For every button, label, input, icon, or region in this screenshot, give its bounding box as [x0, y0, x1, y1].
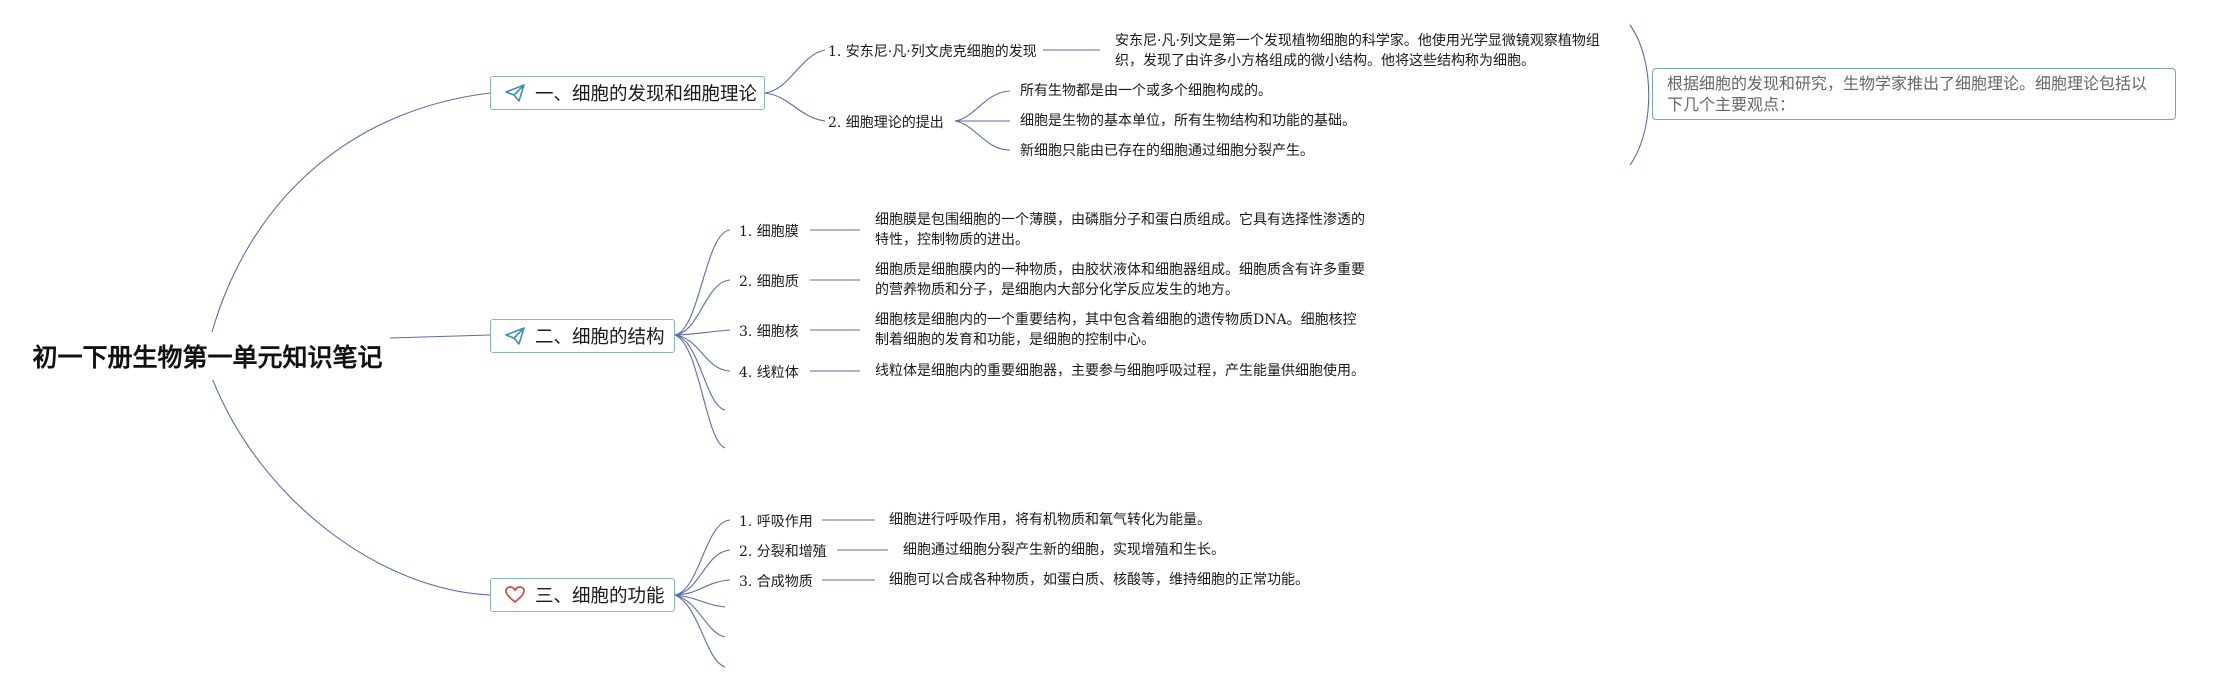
root-topic[interactable]: 初一下册生物第一单元知识笔记 — [25, 332, 390, 380]
subtopic-division[interactable]: 2. 分裂和增殖 — [739, 544, 827, 560]
connector-b3-s3 — [674, 579, 731, 596]
note-division: 细胞通过细胞分裂产生新的细胞，实现增殖和生长。 — [903, 542, 1225, 558]
subtopic-synthesis[interactable]: 3. 合成物质 — [739, 574, 813, 590]
note-synthesis: 细胞可以合成各种物质，如蛋白质、核酸等，维持细胞的正常功能。 — [889, 572, 1309, 588]
connector-b1-s2-n3 — [954, 120, 1011, 151]
connector-b2-s2 — [674, 279, 731, 336]
connector-b2-s1 — [674, 229, 731, 336]
note-cell-theory-3: 新细胞只能由已存在的细胞通过细胞分裂产生。 — [1020, 143, 1314, 159]
connector-b3-s4 — [674, 594, 726, 608]
branch-label: 二、细胞的结构 — [535, 327, 665, 348]
branch-cell-function[interactable]: 三、细胞的功能 — [490, 578, 675, 612]
subtopic-cell-theory[interactable]: 2. 细胞理论的提出 — [828, 115, 944, 131]
note-nucleus: 细胞核是细胞内的一个重要结构，其中包含着细胞的遗传物质DNA。细胞核控制着细胞的… — [875, 312, 1357, 348]
note-leeuwenhoek: 安东尼·凡·列文是第一个发现植物细胞的科学家。他使用光学显微镜观察植物组织，发现… — [1115, 33, 1600, 69]
summary-bracket — [1629, 24, 1650, 166]
connector-b3-s6 — [674, 594, 726, 668]
note-respiration: 细胞进行呼吸作用，将有机物质和氧气转化为能量。 — [889, 512, 1211, 528]
subtopic-mitochondria[interactable]: 4. 线粒体 — [739, 365, 799, 381]
summary-cell-theory[interactable]: 根据细胞的发现和研究，生物学家推出了细胞理论。细胞理论包括以下几个主要观点： — [1652, 68, 2176, 120]
branch-label: 三、细胞的功能 — [535, 586, 665, 607]
subtopic-nucleus[interactable]: 3. 细胞核 — [739, 324, 799, 340]
branch-cell-structure[interactable]: 二、细胞的结构 — [490, 319, 675, 353]
connector-b3-s2 — [674, 549, 731, 596]
connector-b3-s1 — [674, 519, 731, 596]
paper-plane-icon — [505, 327, 525, 345]
paper-plane-icon — [505, 84, 525, 102]
connector-b1-s2-n1 — [954, 90, 1011, 122]
subtopic-cell-membrane[interactable]: 1. 细胞膜 — [739, 224, 799, 240]
connector-b2-s5 — [674, 334, 726, 411]
subtopic-respiration[interactable]: 1. 呼吸作用 — [739, 514, 813, 530]
branch-cell-discovery[interactable]: 一、细胞的发现和细胞理论 — [490, 76, 765, 110]
connector-root-b2 — [389, 334, 491, 339]
connector-b3-s5 — [674, 594, 726, 638]
connector-b2-s3 — [674, 329, 731, 336]
note-cytoplasm: 细胞质是细胞膜内的一种物质，由胶状液体和细胞器组成。细胞质含有许多重要的营养物质… — [875, 262, 1365, 298]
summary-text: 根据细胞的发现和研究，生物学家推出了细胞理论。细胞理论包括以下几个主要观点： — [1667, 74, 2148, 114]
connector-b2-s6 — [674, 334, 726, 449]
branch-label: 一、细胞的发现和细胞理论 — [535, 84, 758, 105]
note-mitochondria: 线粒体是细胞内的重要细胞器，主要参与细胞呼吸过程，产生能量供细胞使用。 — [875, 363, 1365, 379]
connector-root-b1 — [211, 92, 491, 333]
heart-icon — [505, 586, 525, 604]
connector-b1-s1 — [764, 49, 826, 94]
root-title: 初一下册生物第一单元知识笔记 — [32, 343, 383, 372]
note-cell-theory-2: 细胞是生物的基本单位，所有生物结构和功能的基础。 — [1020, 113, 1356, 129]
note-cell-theory-1: 所有生物都是由一个或多个细胞构成的。 — [1020, 83, 1272, 99]
connector-root-b3 — [211, 377, 491, 596]
connector-b1-s2 — [764, 92, 826, 122]
note-cell-membrane: 细胞膜是包围细胞的一个薄膜，由磷脂分子和蛋白质组成。它具有选择性渗透的特性，控制… — [875, 212, 1365, 248]
subtopic-cytoplasm[interactable]: 2. 细胞质 — [739, 274, 799, 290]
subtopic-leeuwenhoek[interactable]: 1. 安东尼·凡·列文虎克细胞的发现 — [828, 44, 1037, 60]
connector-b2-s4 — [674, 334, 731, 372]
